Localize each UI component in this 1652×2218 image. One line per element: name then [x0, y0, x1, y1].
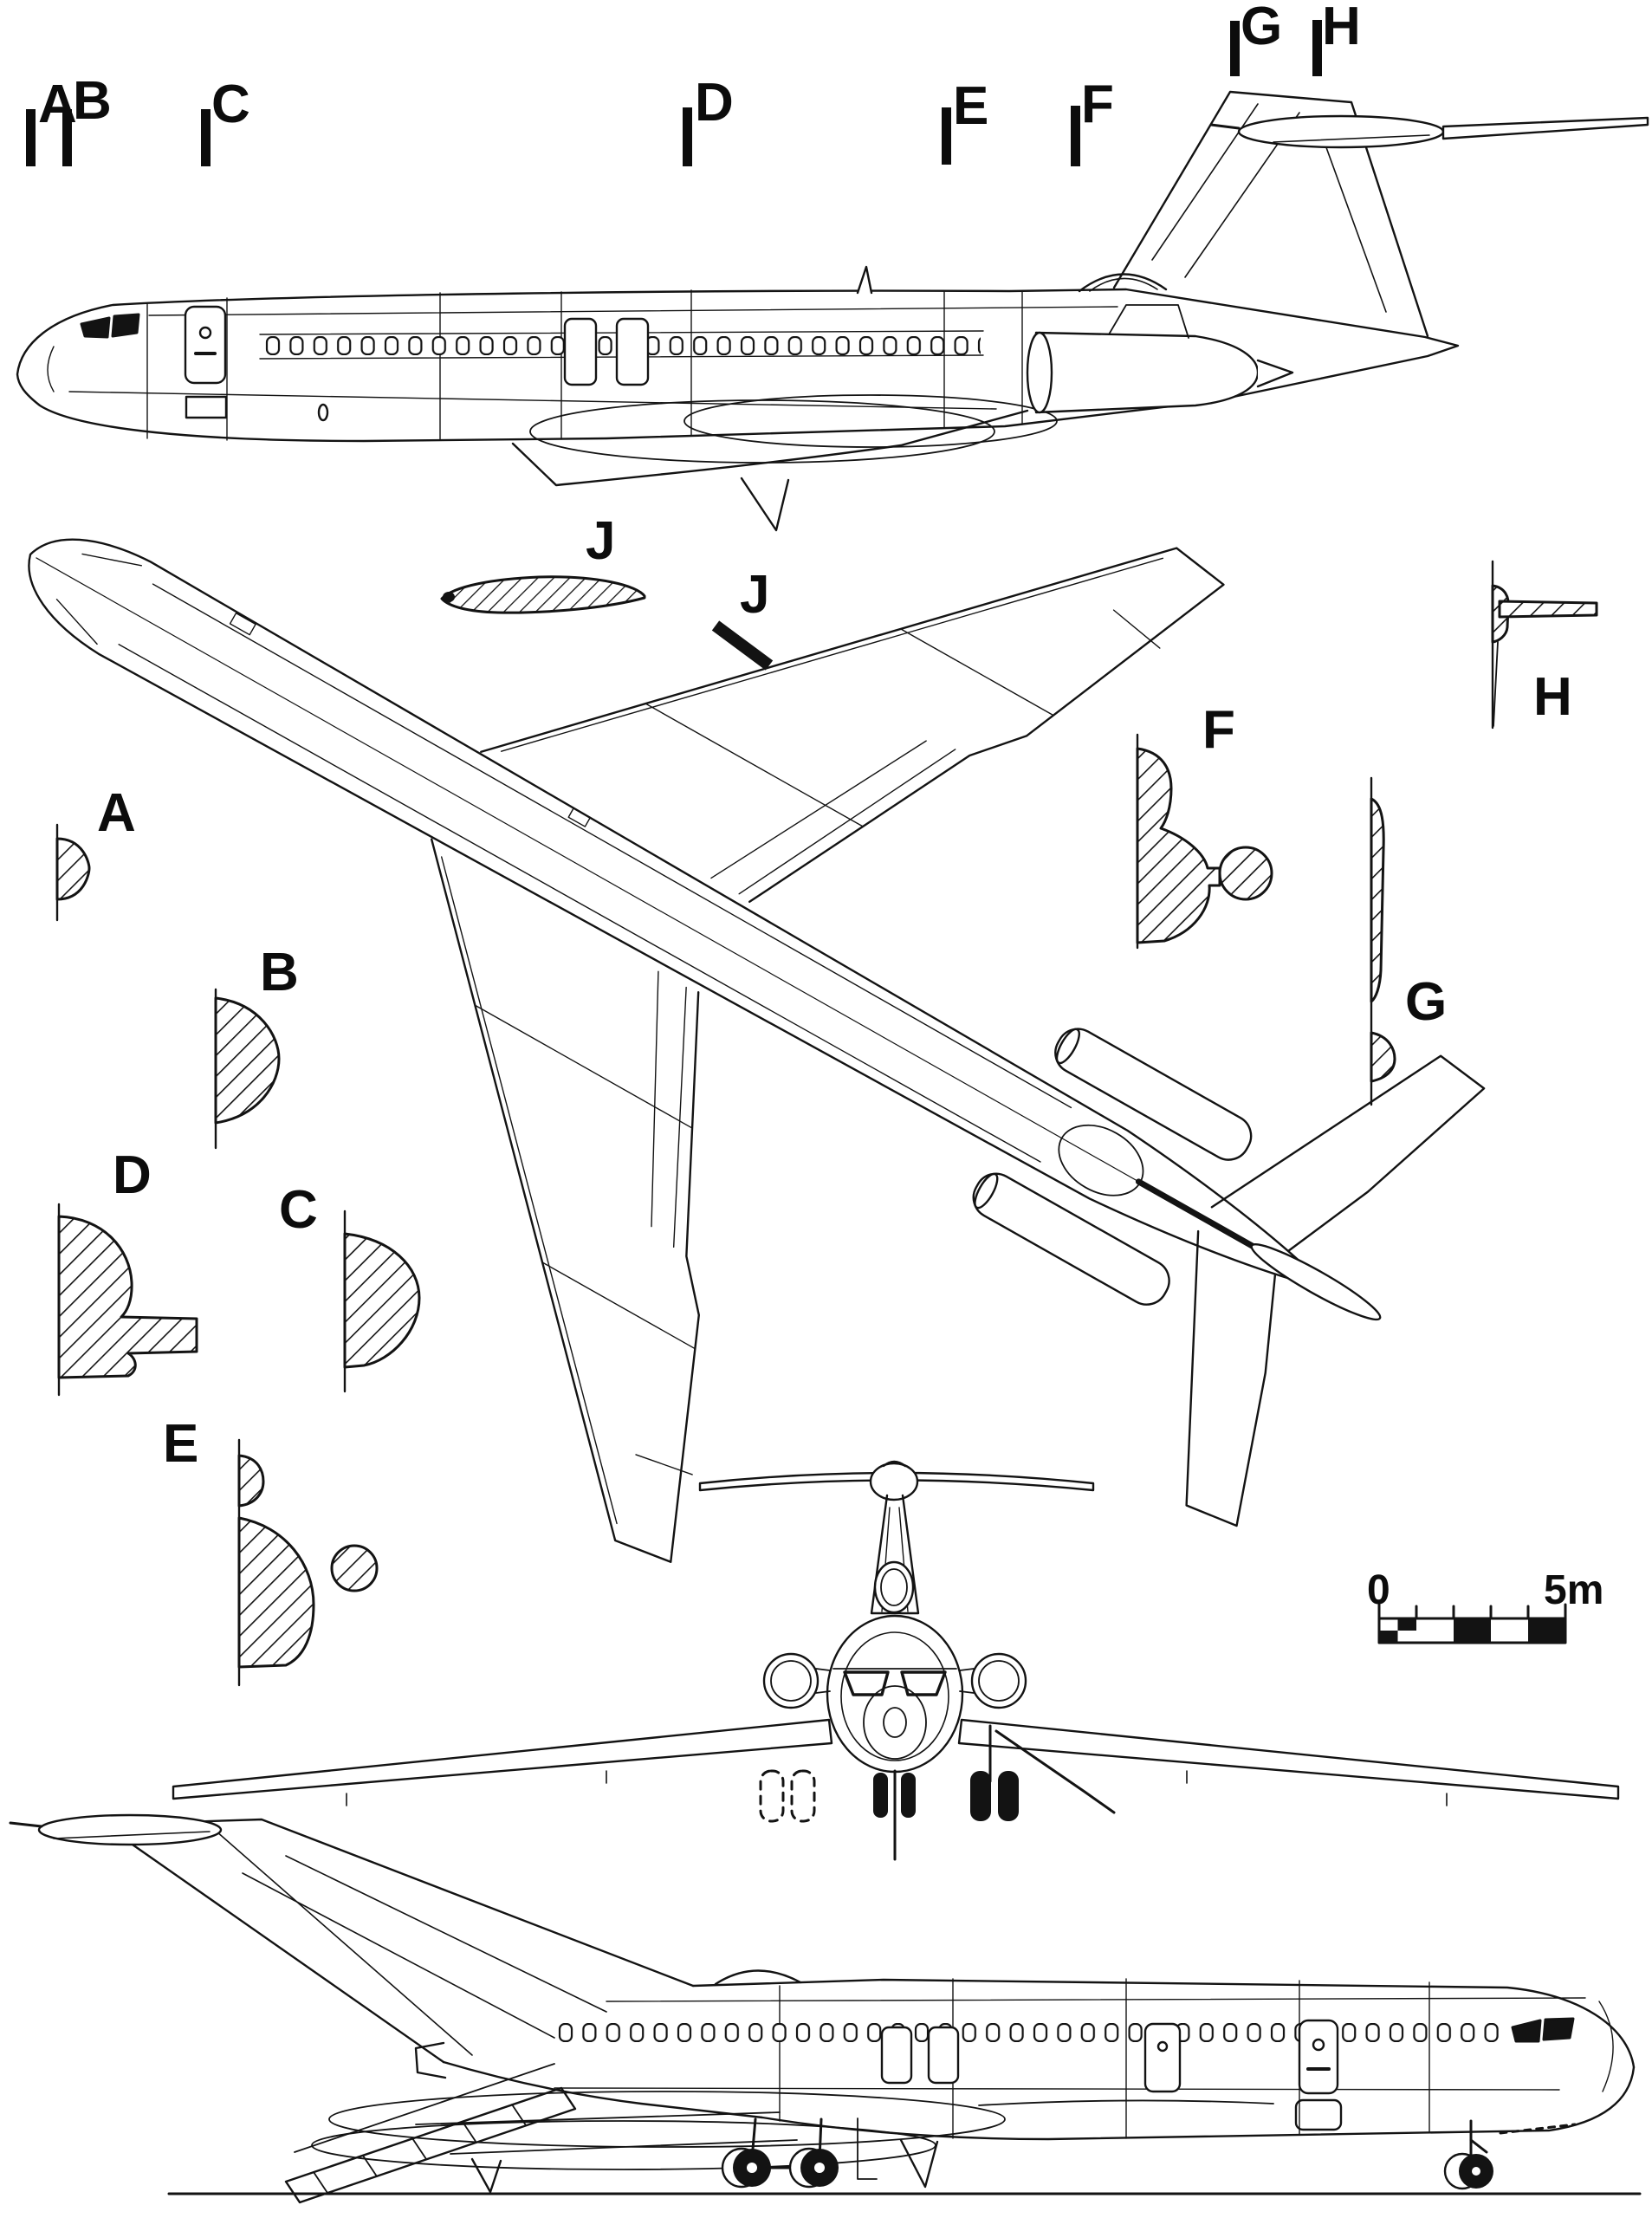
front-view	[172, 1460, 1620, 1861]
wing-station-label-j: J	[740, 565, 770, 625]
section-label-f: F	[1202, 700, 1235, 760]
cross-sections	[55, 560, 1598, 1687]
section-e-shape	[237, 1438, 379, 1687]
section-label-e: E	[163, 1414, 199, 1474]
section-h-shape	[1491, 560, 1598, 730]
station-tick-marks	[26, 20, 1322, 166]
side-view-top	[16, 90, 1649, 532]
airfoil-label-j: J	[586, 511, 616, 571]
section-b-shape	[214, 988, 281, 1150]
station-label-f: F	[1081, 75, 1114, 134]
section-label-c: C	[279, 1180, 318, 1240]
station-label-g: G	[1241, 0, 1283, 56]
section-label-d: D	[113, 1145, 152, 1205]
section-label-h: H	[1533, 667, 1572, 727]
station-label-d: D	[695, 73, 734, 133]
station-label-h: H	[1322, 0, 1361, 56]
station-label-e: E	[953, 76, 989, 136]
section-f-shape	[1136, 733, 1273, 950]
station-label-a: A	[38, 75, 77, 134]
section-label-b: B	[260, 943, 299, 1002]
scale-bar	[1377, 1603, 1567, 1644]
scale-zero-label: 0	[1367, 1567, 1390, 1613]
station-label-c: C	[211, 75, 250, 134]
airfoil-section-j	[440, 575, 774, 671]
scale-5m-label: 5m	[1544, 1567, 1604, 1613]
wing-section-j-tick	[711, 620, 774, 671]
side-view-bottom	[9, 1813, 1642, 2204]
station-label-b: B	[73, 71, 112, 131]
plan-view	[28, 538, 1486, 1563]
section-c-shape	[343, 1210, 421, 1393]
section-label-a: A	[97, 783, 136, 843]
section-label-g: G	[1405, 972, 1448, 1032]
section-a-shape	[55, 823, 91, 922]
section-g-shape	[1370, 776, 1396, 1106]
section-d-shape	[57, 1203, 198, 1397]
